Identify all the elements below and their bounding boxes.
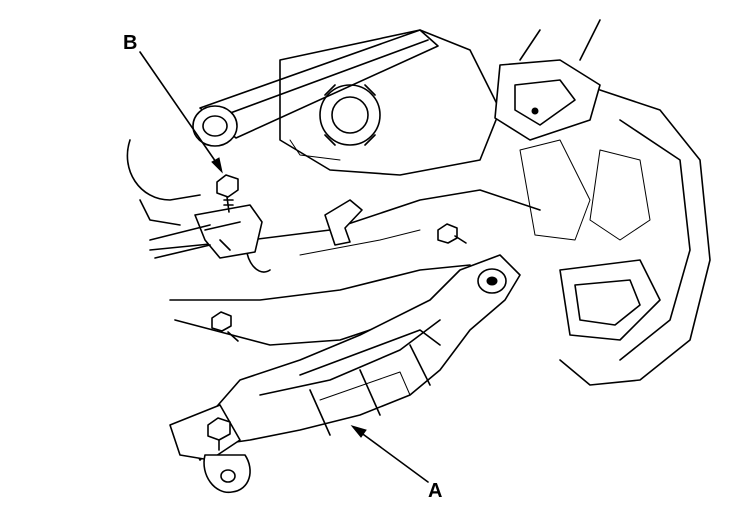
transmission-housing [519, 89, 711, 386]
engine-block [279, 29, 501, 176]
bracket-tab [324, 199, 363, 246]
bolt-bottom [207, 417, 231, 451]
callout-label-b: B [123, 32, 138, 54]
lower-mount-bracket [169, 254, 521, 493]
callout-label-a: A [428, 480, 443, 502]
left-linkage [126, 139, 263, 259]
callout-arrow-a [350, 425, 429, 483]
drive-shaft [192, 29, 439, 147]
bolt-left-lower [211, 311, 239, 342]
callout-arrow-b [139, 51, 223, 174]
bolt-b [216, 174, 239, 213]
upper-mount-bracket [494, 19, 601, 141]
bolt-upper-right [437, 223, 467, 244]
